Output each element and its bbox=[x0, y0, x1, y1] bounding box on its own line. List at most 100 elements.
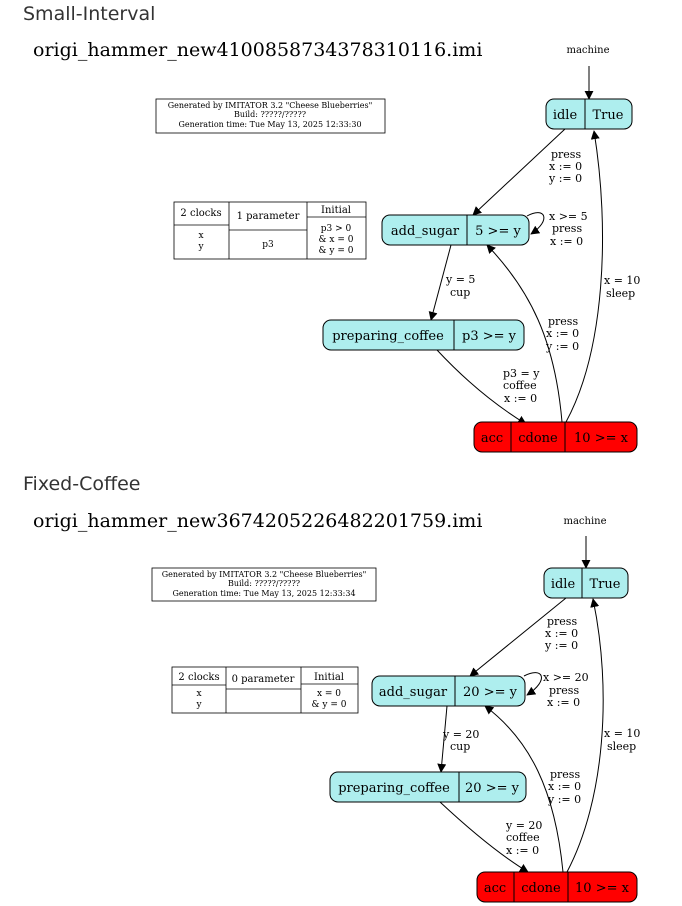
state-name: preparing_coffee bbox=[338, 781, 450, 796]
automaton-name: machine bbox=[563, 516, 606, 527]
edge-label: press bbox=[549, 684, 579, 697]
edge-cdone-to-add-sugar bbox=[484, 705, 564, 873]
edge-add-sugar-to-preparing bbox=[428, 244, 452, 321]
edge-label: x := 0 bbox=[546, 327, 579, 340]
edge-label: y = 20 bbox=[442, 728, 479, 741]
state-preparing-coffee: preparing_coffee 20 >= y bbox=[329, 771, 527, 803]
generation-time-text: Generation time: Tue May 13, 2025 12:33:… bbox=[172, 589, 355, 598]
edge-add-sugar-self-loop bbox=[526, 212, 545, 235]
variables-table: 2 clocks x y 1 parameter p3 Initial p3 >… bbox=[173, 201, 367, 260]
edge-label: x >= 20 bbox=[543, 671, 589, 684]
file-name-title: origi_hammer_new4100858734378310116.imi bbox=[33, 39, 482, 61]
edge-label: coffee bbox=[503, 379, 537, 392]
edge-label: y := 0 bbox=[544, 639, 578, 652]
edge-label: p3 = y bbox=[503, 367, 540, 380]
edge-label: press bbox=[551, 148, 581, 161]
state-name: idle bbox=[551, 577, 576, 592]
clocks-header: 2 clocks bbox=[180, 208, 221, 219]
initial-item: x = 0 bbox=[317, 689, 341, 699]
initial-item: & y = 0 bbox=[319, 246, 354, 256]
edge-label: x >= 5 bbox=[549, 210, 588, 223]
state-invariant: p3 >= y bbox=[462, 329, 517, 344]
automaton-diagram-small-interval: origi_hammer_new4100858734378310116.imi … bbox=[0, 30, 682, 460]
initial-item: & x = 0 bbox=[319, 235, 354, 245]
state-idle: idle True bbox=[545, 98, 633, 130]
edge-label: press bbox=[552, 222, 582, 235]
edge-label: sleep bbox=[606, 287, 635, 300]
state-acc-label: acc bbox=[481, 431, 503, 446]
edge-preparing-to-cdone bbox=[436, 349, 527, 425]
edge-label: y := 0 bbox=[548, 172, 582, 185]
state-name: preparing_coffee bbox=[332, 329, 444, 344]
edge-label: cup bbox=[450, 286, 470, 299]
parameters-header: 0 parameter bbox=[232, 674, 295, 685]
clock-item: y bbox=[195, 700, 202, 710]
initial-header: Initial bbox=[314, 672, 344, 683]
initial-header: Initial bbox=[321, 205, 351, 216]
generated-by-text: Generated by IMITATOR 3.2 "Cheese Bluebe… bbox=[168, 101, 373, 110]
edge-label: press bbox=[547, 615, 577, 628]
edge-label: press bbox=[550, 768, 580, 781]
clock-item: x bbox=[196, 689, 201, 699]
build-text: Build: ?????/????? bbox=[234, 110, 306, 119]
edge-label: x := 0 bbox=[550, 235, 583, 248]
edge-label: press bbox=[548, 315, 578, 328]
file-name-title: origi_hammer_new3674205226482201759.imi bbox=[33, 510, 482, 532]
edge-label: y := 0 bbox=[545, 340, 579, 353]
state-invariant: True bbox=[593, 108, 624, 123]
state-add-sugar: add_sugar 20 >= y bbox=[371, 675, 526, 707]
state-invariant: 5 >= y bbox=[475, 224, 521, 239]
generation-info-box: Generated by IMITATOR 3.2 "Cheese Bluebe… bbox=[155, 98, 386, 134]
edge-label: x := 0 bbox=[506, 844, 539, 857]
state-add-sugar: add_sugar 5 >= y bbox=[381, 214, 530, 246]
parameter-item: p3 bbox=[262, 240, 274, 250]
parameters-header: 1 parameter bbox=[237, 211, 300, 222]
state-invariant: 20 >= y bbox=[465, 781, 520, 796]
edge-label: coffee bbox=[506, 831, 540, 844]
state-invariant: 10 >= x bbox=[575, 881, 630, 896]
clock-item: y bbox=[197, 242, 204, 252]
generation-time-text: Generation time: Tue May 13, 2025 12:33:… bbox=[178, 120, 361, 129]
section-heading: Fixed-Coffee bbox=[23, 473, 141, 495]
generation-info-box: Generated by IMITATOR 3.2 "Cheese Bluebe… bbox=[151, 567, 377, 602]
edge-preparing-to-cdone bbox=[439, 801, 529, 873]
state-name: cdone bbox=[518, 431, 558, 446]
edge-label: sleep bbox=[607, 740, 636, 753]
edge-label: cup bbox=[450, 740, 470, 753]
edge-label: y = 20 bbox=[505, 819, 542, 832]
state-cdone: acc cdone 10 >= x bbox=[473, 421, 638, 453]
automaton-diagram-fixed-coffee: origi_hammer_new3674205226482201759.imi … bbox=[0, 500, 682, 906]
edge-label: x := 0 bbox=[504, 392, 537, 405]
edge-cdone-to-idle bbox=[566, 598, 604, 873]
state-invariant: True bbox=[590, 577, 621, 592]
state-invariant: 10 >= x bbox=[574, 431, 629, 446]
edge-label: x = 10 bbox=[604, 727, 640, 740]
state-name: add_sugar bbox=[379, 685, 448, 700]
edge-idle-to-add-sugar bbox=[469, 597, 567, 677]
edge-label: x := 0 bbox=[549, 160, 582, 173]
edge-label: y = 5 bbox=[445, 273, 475, 286]
section-heading: Small-Interval bbox=[23, 3, 156, 25]
state-preparing-coffee: preparing_coffee p3 >= y bbox=[322, 319, 525, 351]
state-cdone: acc cdone 10 >= x bbox=[476, 871, 638, 903]
clocks-header: 2 clocks bbox=[178, 672, 219, 683]
edge-add-sugar-self-loop bbox=[523, 672, 542, 696]
edge-cdone-to-idle bbox=[565, 130, 604, 423]
state-acc-label: acc bbox=[484, 881, 506, 896]
edge-idle-to-add-sugar bbox=[472, 128, 566, 216]
edge-add-sugar-to-preparing bbox=[437, 705, 448, 773]
state-idle: idle True bbox=[543, 567, 629, 599]
variables-table: 2 clocks x y 0 parameter Initial x = 0 &… bbox=[171, 666, 359, 714]
generated-by-text: Generated by IMITATOR 3.2 "Cheese Bluebe… bbox=[162, 570, 367, 579]
edge-label: x := 0 bbox=[545, 627, 578, 640]
initial-item: & y = 0 bbox=[312, 700, 347, 710]
edge-label: y := 0 bbox=[547, 793, 581, 806]
edge-label: x = 10 bbox=[604, 274, 640, 287]
state-invariant: 20 >= y bbox=[463, 685, 518, 700]
state-name: idle bbox=[553, 108, 578, 123]
automaton-name: machine bbox=[566, 45, 609, 56]
build-text: Build: ?????/????? bbox=[228, 579, 300, 588]
edge-cdone-to-add-sugar bbox=[486, 244, 563, 423]
clock-item: x bbox=[198, 231, 203, 241]
state-name: add_sugar bbox=[391, 224, 460, 239]
